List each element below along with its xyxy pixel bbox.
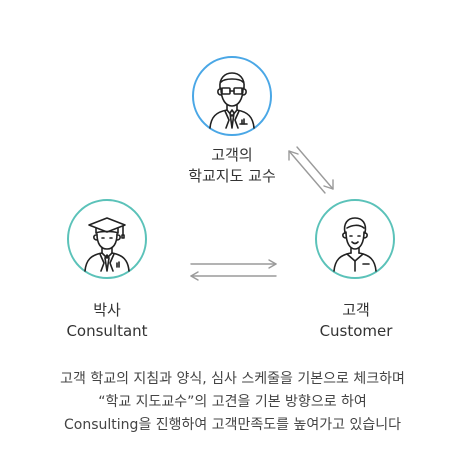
customer-label: 고객 Customer	[281, 300, 431, 342]
professor-label: 고객의 학교지도 교수	[162, 145, 302, 187]
customer-node	[315, 199, 395, 279]
professor-label-line1: 고객의	[211, 146, 253, 164]
professor-label-line2: 학교지도 교수	[188, 167, 276, 185]
description-line1: 고객 학교의 지침과 양식, 심사 스케줄을 기본으로 체크하며	[60, 371, 405, 387]
consultant-label-line2: Consultant	[66, 322, 148, 340]
consultant-label-line1: 박사	[93, 301, 121, 319]
arrow-professor-to-customer	[296, 146, 334, 190]
consultant-label: 박사 Consultant	[32, 300, 182, 342]
professor-glasses-icon	[209, 72, 255, 129]
description-text: 고객 학교의 지침과 양식, 심사 스케줄을 기본으로 체크하며 “학교 지도교…	[0, 368, 465, 437]
arrow-customer-to-consultant	[190, 271, 277, 281]
description-line3: Consulting을 진행하여 고객만족도를 높여가고 있습니다	[64, 417, 401, 433]
customer-person-icon	[333, 217, 377, 272]
description-line2: “학교 지도교수”의 고견을 기본 방향으로 하여	[98, 394, 367, 410]
professor-node	[192, 56, 272, 136]
arrow-consultant-to-customer	[190, 259, 277, 269]
customer-label-line2: Customer	[319, 322, 393, 340]
customer-label-line1: 고객	[342, 301, 370, 319]
consultant-node	[67, 199, 147, 279]
graduate-cap-icon	[84, 217, 130, 272]
